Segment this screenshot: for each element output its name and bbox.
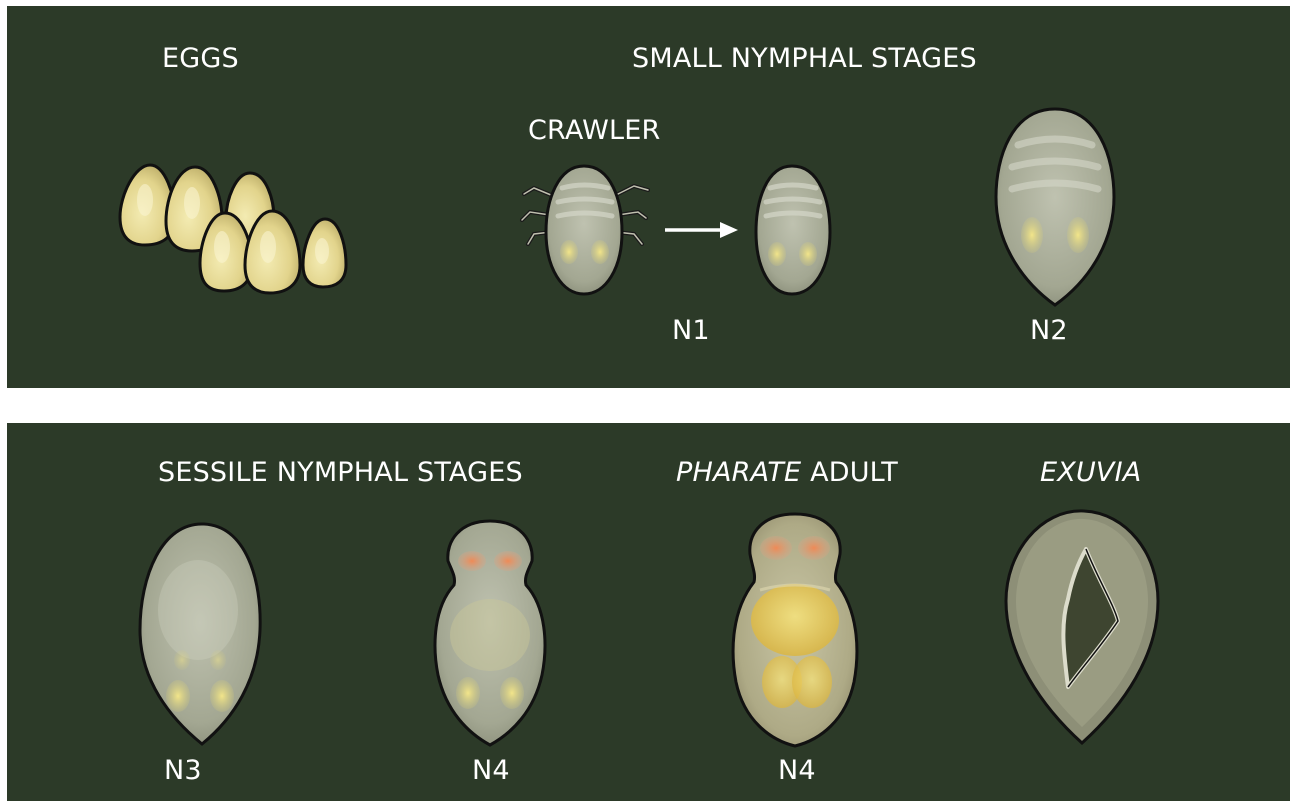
n2-nymph-illustration	[990, 105, 1120, 310]
n4-adult-label: N4	[778, 757, 816, 784]
n4-nymph-illustration	[420, 515, 560, 750]
exuvia-illustration	[998, 505, 1168, 750]
n3-label: N3	[164, 757, 202, 784]
small-nymphal-stages-label: SMALL NYMPHAL STAGES	[632, 45, 977, 72]
n2-label: N2	[1030, 317, 1068, 344]
exuvia-label: EXUVIA	[1040, 459, 1141, 486]
n1-label: N1	[672, 317, 710, 344]
arrow-right-icon	[662, 215, 742, 245]
eggs-label: EGGS	[162, 45, 239, 72]
crawler-label: CRAWLER	[528, 117, 660, 144]
crawler-illustration	[516, 160, 666, 300]
eggs-cluster-illustration	[100, 155, 370, 300]
pharate-italic-text: PHARATE	[676, 457, 801, 488]
sessile-nymphal-stages-label: SESSILE NYMPHAL STAGES	[158, 459, 523, 486]
n3-nymph-illustration	[130, 520, 270, 750]
adult-text: ADULT	[801, 457, 898, 488]
n1-nymph-illustration	[748, 160, 838, 300]
pharate-adult-label: PHARATE ADULT	[676, 459, 898, 486]
exuvia-italic-text: EXUVIA	[1040, 457, 1141, 488]
n4-label: N4	[472, 757, 510, 784]
pharate-adult-illustration	[720, 510, 870, 750]
